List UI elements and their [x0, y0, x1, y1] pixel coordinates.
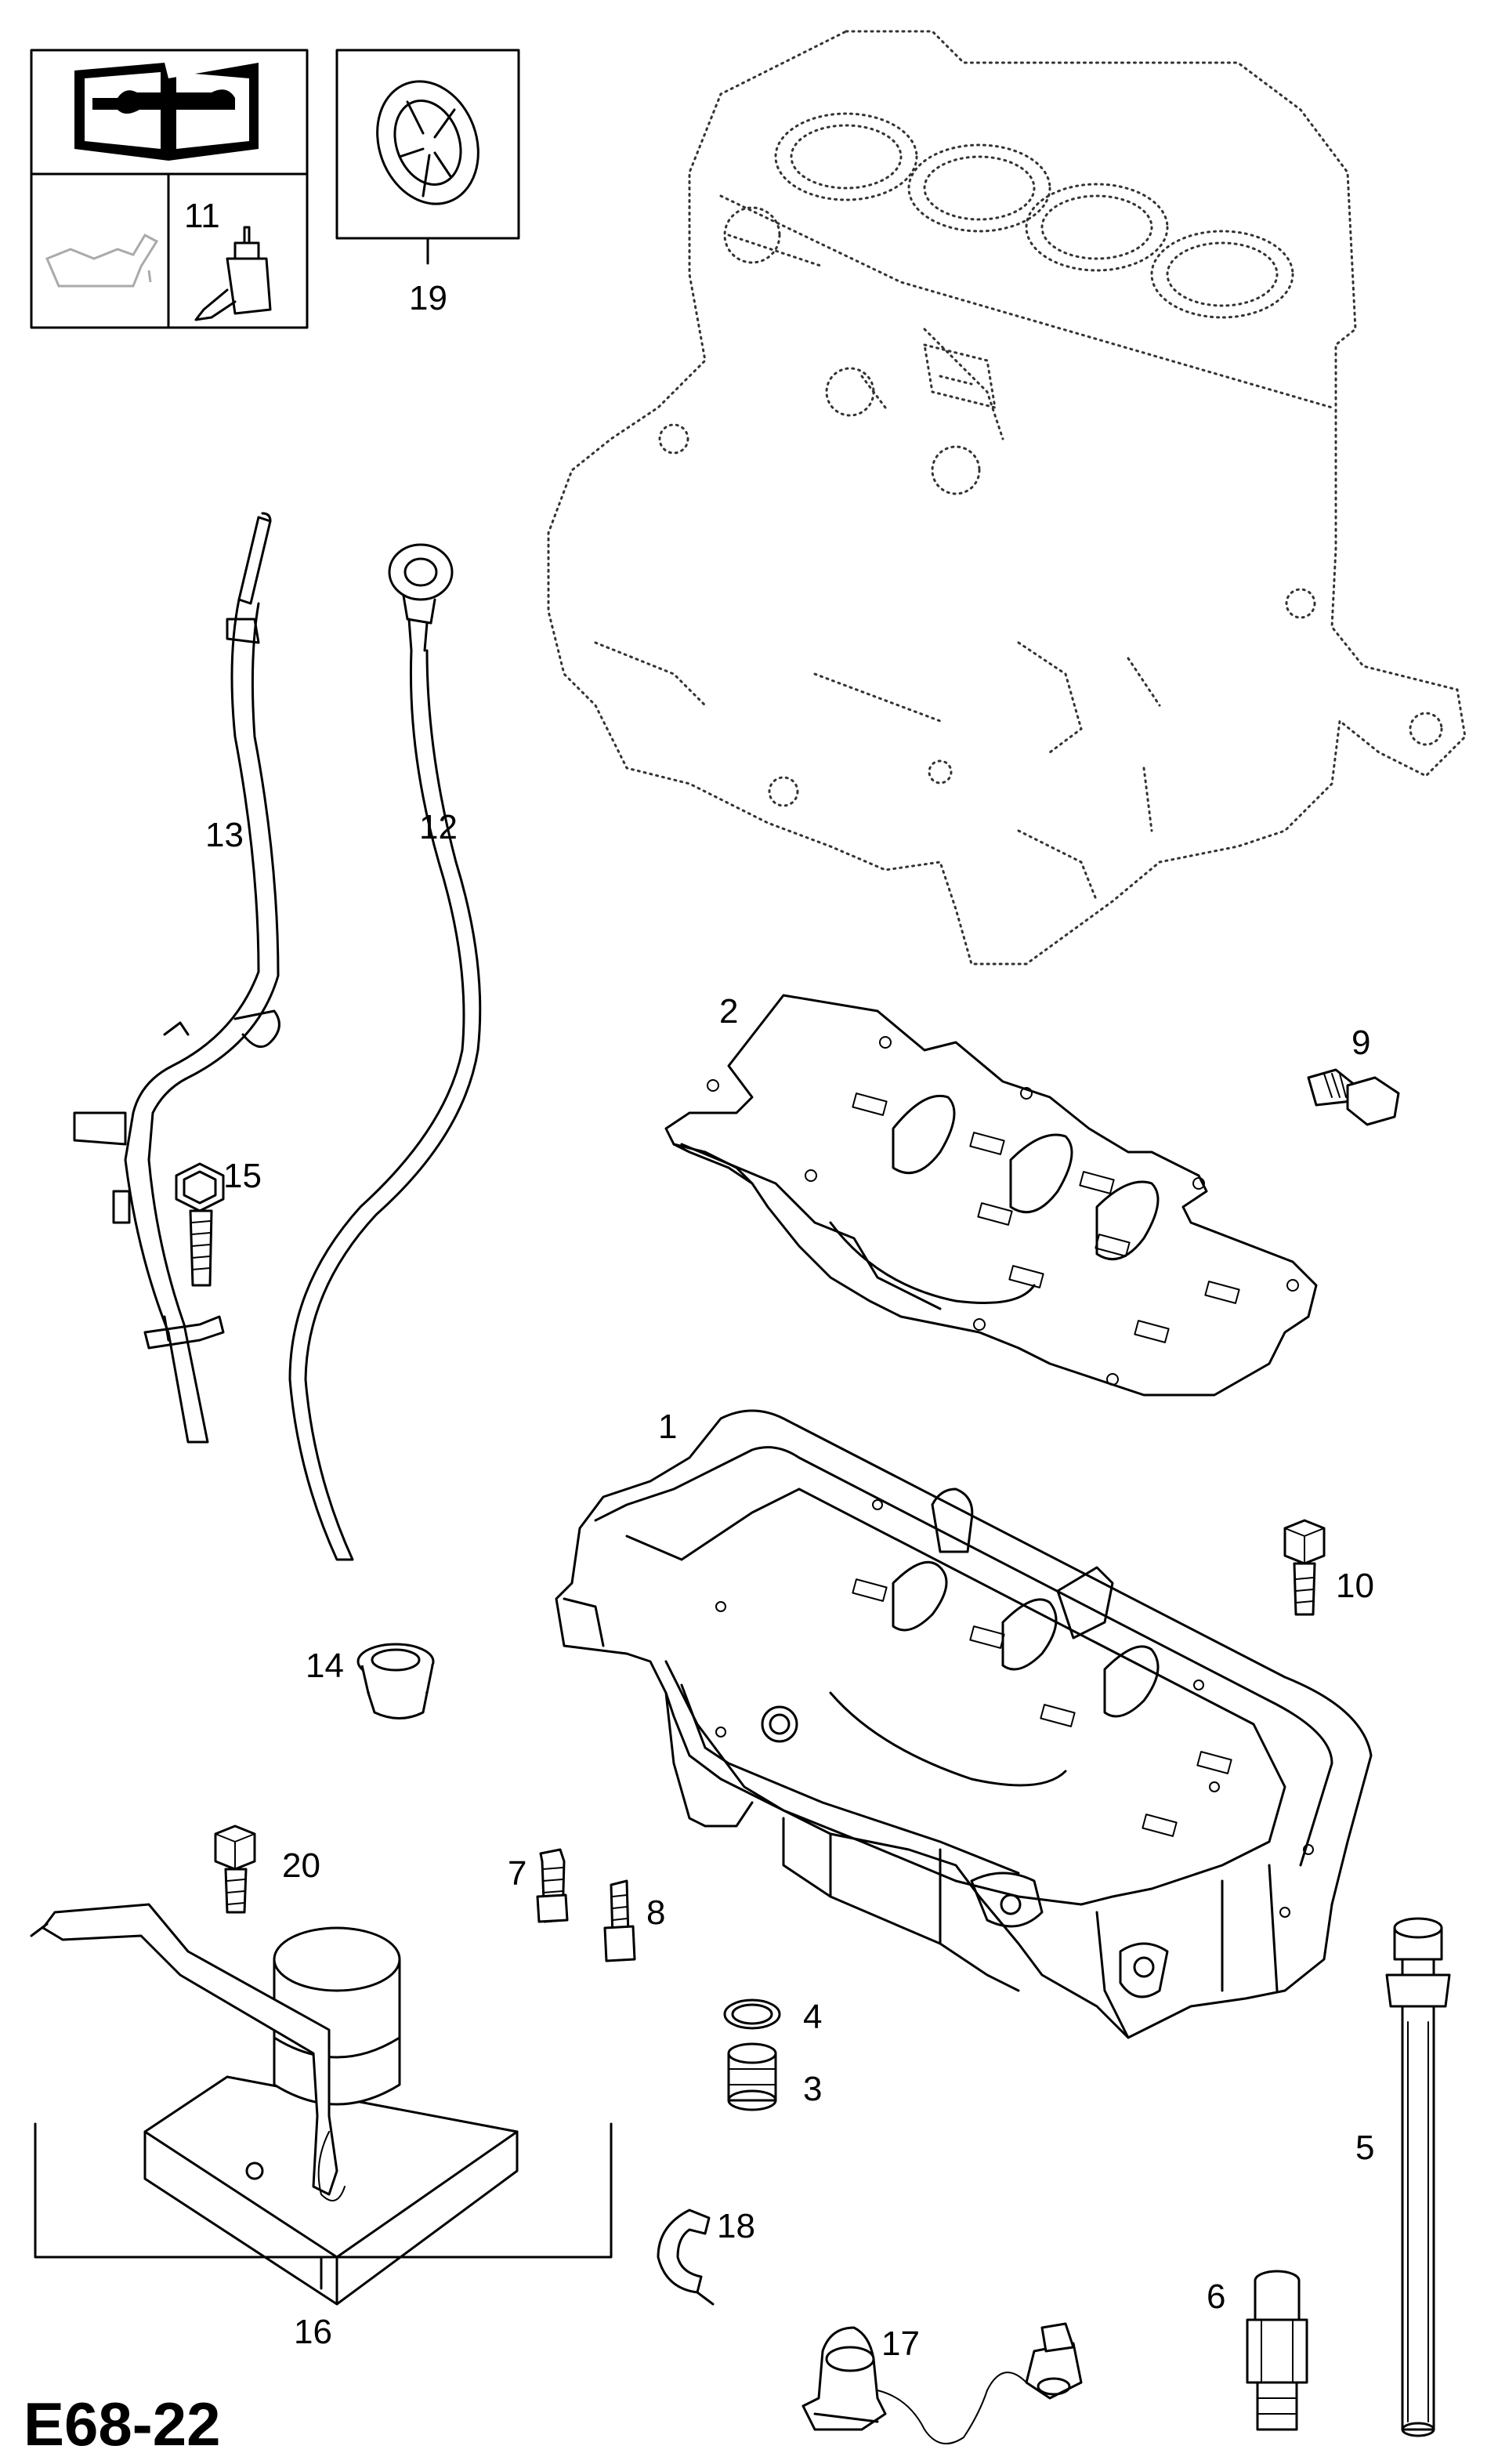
label-part-5: 5: [1355, 2129, 1374, 2167]
label-part-8: 8: [646, 1893, 665, 1932]
legend-box: [30, 49, 309, 329]
label-part-6: 6: [1207, 2277, 1225, 2316]
label-part-2: 2: [719, 992, 738, 1031]
label-part-15: 15: [223, 1157, 262, 1195]
label-part-9: 9: [1351, 1024, 1370, 1062]
plug-14: [356, 1643, 435, 1719]
clip-legend-box: [335, 49, 520, 265]
label-part-10: 10: [1336, 1567, 1374, 1605]
label-part-14: 14: [306, 1647, 344, 1685]
label-part-19: 19: [409, 279, 447, 317]
baffle-plate: [664, 994, 1318, 1397]
label-part-11: 11: [184, 197, 220, 235]
bolt-10: [1283, 1519, 1326, 1616]
oil-level-sensor: [801, 2322, 1083, 2444]
seal-ring-4: [723, 1998, 781, 2030]
label-part-12: 12: [419, 808, 458, 846]
suction-pipe-5: [1385, 1917, 1451, 2437]
label-part-7: 7: [508, 1854, 526, 1893]
label-part-3: 3: [803, 2070, 822, 2108]
drain-plug-3: [727, 2042, 777, 2111]
clip-18: [657, 2209, 715, 2306]
bolt-15: [175, 1162, 225, 1287]
bolt-8: [603, 1879, 636, 1962]
bolt-7: [536, 1848, 569, 1923]
pickup-assembly: [30, 1903, 613, 2306]
dipstick: [288, 543, 482, 1561]
engine-block-outline: [547, 30, 1467, 966]
oil-pan: [555, 1409, 1373, 2039]
oil-can-icon: [45, 234, 159, 288]
diagram-code: E68-22: [24, 2390, 221, 2459]
label-part-1: 1: [658, 1408, 677, 1446]
bolt-9: [1307, 1068, 1400, 1126]
sealant-tube-icon: [194, 226, 272, 321]
workshop-manual-icon: [74, 63, 259, 161]
label-part-18: 18: [717, 2207, 755, 2245]
label-part-13: 13: [205, 816, 244, 854]
label-part-4: 4: [803, 1998, 822, 2036]
label-part-20: 20: [282, 1846, 320, 1885]
label-part-17: 17: [881, 2324, 920, 2363]
fitting-6: [1246, 2270, 1308, 2431]
label-part-16: 16: [294, 2313, 332, 2351]
dipstick-guide-tube: [73, 512, 280, 1444]
bolt-20: [214, 1824, 256, 1914]
retaining-clip-icon: [376, 80, 479, 205]
